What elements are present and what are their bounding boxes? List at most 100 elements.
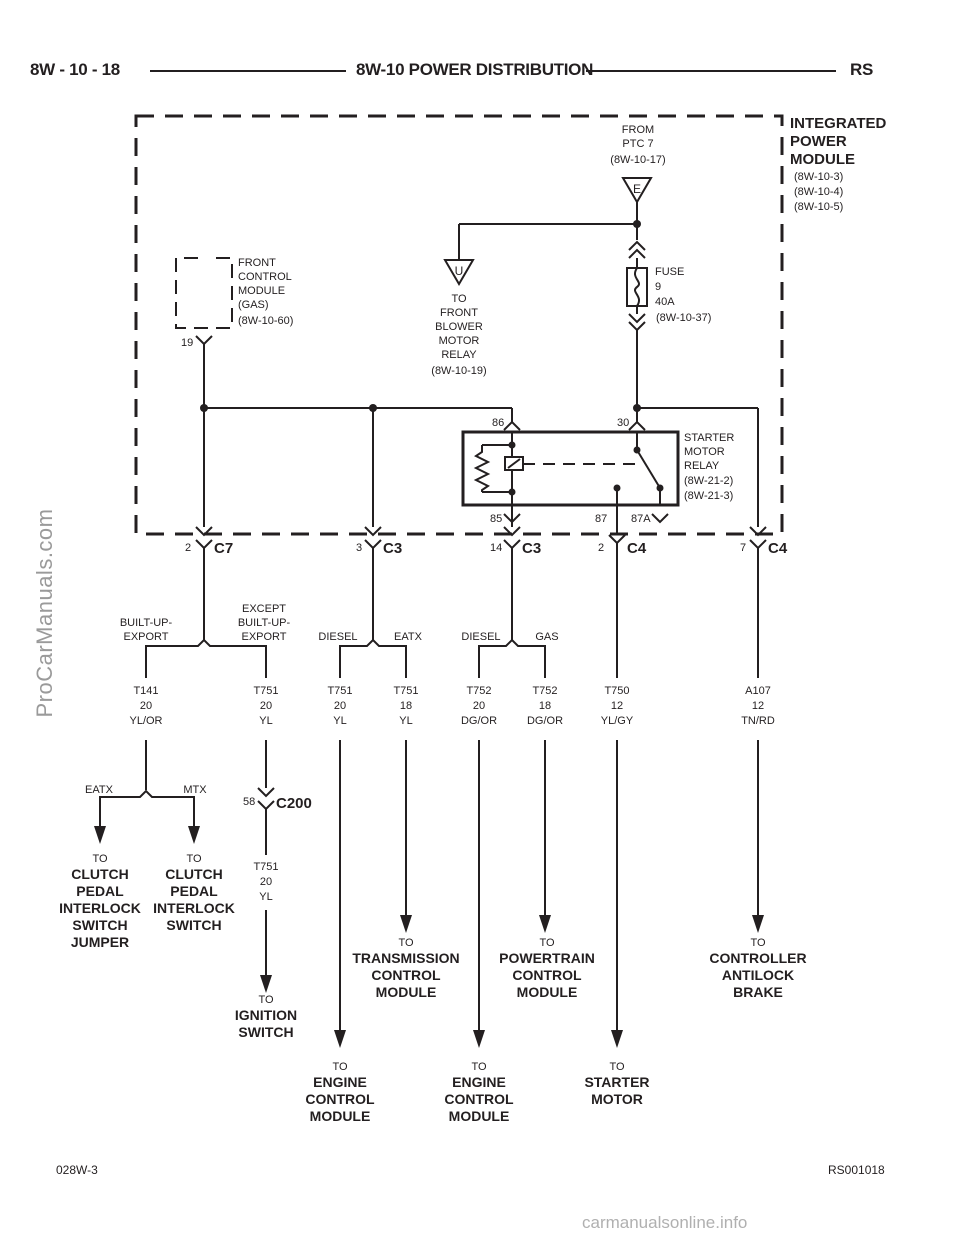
dest-line: BRAKE <box>733 984 783 1000</box>
dest-to: TO <box>332 1061 348 1073</box>
arrow-head <box>94 826 106 844</box>
arrow-head <box>473 1030 485 1048</box>
splice-dot <box>656 484 664 492</box>
c200-name: C200 <box>276 795 312 812</box>
fuse-number: 9 <box>655 281 661 293</box>
dest-line: INTERLOCK <box>59 900 141 916</box>
wire-color: YL/OR <box>129 715 162 727</box>
connector-pin: 3 <box>356 542 362 554</box>
wire-circuit: T751 <box>253 861 278 873</box>
arrow-head <box>611 1030 623 1048</box>
wire-gauge: 18 <box>400 700 412 712</box>
wire-circuit: T750 <box>604 685 629 697</box>
wire-circuit: T752 <box>532 685 557 697</box>
dest-line: PEDAL <box>170 883 218 899</box>
dest-line: CONTROL <box>444 1091 514 1107</box>
relay-pin-87a: 87A <box>631 513 651 525</box>
fuse-label: FUSE <box>655 266 684 278</box>
page-number: 8W - 10 - 18 <box>30 60 120 79</box>
dest-to: TO <box>750 937 766 949</box>
wire-gauge: 12 <box>611 700 623 712</box>
dest-to: TO <box>609 1061 625 1073</box>
dest-line: JUMPER <box>71 934 129 950</box>
dest-line: SWITCH <box>238 1024 293 1040</box>
ipm-title-3: MODULE <box>790 151 855 168</box>
fuse-ref: (8W-10-37) <box>656 312 711 324</box>
wire-gauge: 20 <box>260 876 272 888</box>
wire-color: YL <box>333 715 346 727</box>
wire-gauge: 20 <box>140 700 152 712</box>
fcm-ref: (8W-10-60) <box>238 315 293 327</box>
dest-line: ANTILOCK <box>722 967 794 983</box>
splice-dot <box>508 488 516 496</box>
connector-pin: 2 <box>185 542 191 554</box>
wire-gauge: 12 <box>752 700 764 712</box>
dest-to: TO <box>471 1061 487 1073</box>
arrow-head <box>188 826 200 844</box>
branch-label: DIESEL <box>461 631 500 643</box>
ipm-ref-3: (8W-10-5) <box>794 201 843 213</box>
ipm-ref-1: (8W-10-3) <box>794 171 843 183</box>
relay-l3: RELAY <box>684 460 720 472</box>
dest-line: POWERTRAIN <box>499 950 595 966</box>
dest-line: ENGINE <box>452 1074 506 1090</box>
fcm-l2: CONTROL <box>238 271 292 283</box>
arrow-head <box>752 915 764 933</box>
dest-to: TO <box>186 853 202 865</box>
dest-line: SWITCH <box>72 917 127 933</box>
relay-l2: MOTOR <box>684 446 725 458</box>
dest-to: TO <box>92 853 108 865</box>
dest-line: INTERLOCK <box>153 900 235 916</box>
dest-line: CONTROL <box>305 1091 375 1107</box>
splice-dot <box>613 484 621 492</box>
wire-gauge: 20 <box>473 700 485 712</box>
fcm-l1: FRONT <box>238 257 276 269</box>
splice-dot <box>633 220 641 228</box>
dest-line: MODULE <box>376 984 437 1000</box>
ipm-title-1: INTEGRATED <box>790 115 887 132</box>
blower-u-marker <box>443 259 475 286</box>
connector-pin: 14 <box>490 542 502 554</box>
figure-id: RS001018 <box>828 1163 885 1177</box>
dest-line: CLUTCH <box>165 866 223 882</box>
dest-to: TO <box>258 994 274 1006</box>
splice-dot <box>633 446 641 454</box>
wire-circuit: T141 <box>133 685 158 697</box>
dest-line: MODULE <box>517 984 578 1000</box>
connector-name: C7 <box>214 540 233 557</box>
blower-l4: MOTOR <box>439 335 480 347</box>
feed-from: FROM <box>622 124 654 136</box>
wire-color: YL <box>259 715 272 727</box>
arrow-head <box>400 915 412 933</box>
dest-to: TO <box>398 937 414 949</box>
dest-line: MOTOR <box>591 1091 643 1107</box>
branch-label: EATX <box>85 784 114 796</box>
wire-color: YL <box>259 891 272 903</box>
splice-dot <box>508 441 516 449</box>
wire-circuit: T751 <box>253 685 278 697</box>
wire-gauge: 20 <box>260 700 272 712</box>
dest-line: ENGINE <box>313 1074 367 1090</box>
ipm-boundary <box>134 114 784 536</box>
branch-label: EATX <box>394 631 423 643</box>
relay-pin-85: 85 <box>490 513 502 525</box>
blower-l5: RELAY <box>441 349 477 361</box>
branch-label: MTX <box>183 784 207 796</box>
fcm-box <box>175 257 233 329</box>
header-rule-right <box>586 70 836 72</box>
dest-line: CLUTCH <box>71 866 129 882</box>
branch-label: EXCEPT <box>242 603 286 615</box>
connector-name: C4 <box>627 540 647 557</box>
branch-label: GAS <box>535 631 558 643</box>
branch-label: EXPORT <box>123 631 168 643</box>
blower-to: TO <box>451 293 467 305</box>
wire-circuit: T751 <box>393 685 418 697</box>
fcm-pin: 19 <box>181 337 193 349</box>
wire-circuit: T751 <box>327 685 352 697</box>
header-rule-left <box>150 70 346 72</box>
dest-to: TO <box>539 937 555 949</box>
arrow-head <box>334 1030 346 1048</box>
fcm-l4: (GAS) <box>238 299 269 311</box>
